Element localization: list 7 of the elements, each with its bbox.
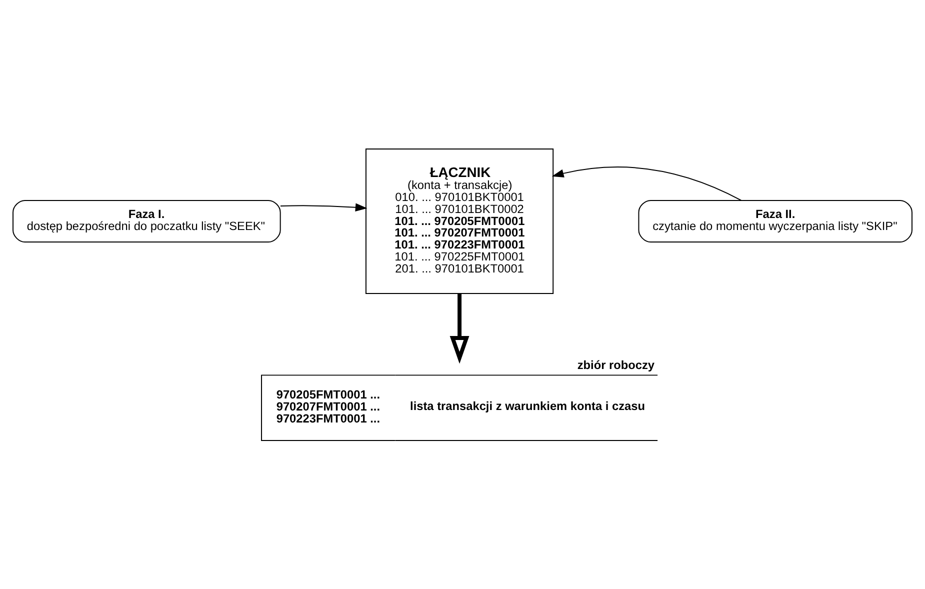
node-box: ŁĄCZNIK (konta + transakcje) 010. ... 970101BKT0001 101. ... 970101BKT0002 101. ... 970205FMT0001 101. ... 970207FMT0001 101. ... 970223FMT0001 101. ... 970225FMT0001 201. ... 970101BKT0001 xyxy=(365,148,554,294)
node-box: Faza II. czytanie do momentu wyczerpania listy "SKIP" xyxy=(638,200,912,243)
node-text: zbiór roboczy 970205FMT0001 ... 970207FMT0001 ... 970223FMT0001 ... lista transakcji z warunkiem konta i czasu xyxy=(276,358,655,426)
arrow xyxy=(280,203,368,212)
arrow xyxy=(450,294,470,364)
arrow xyxy=(552,166,742,201)
node-box: Faza I. dostęp bezpośredni do poczatku listy "SEEK" xyxy=(12,200,281,243)
